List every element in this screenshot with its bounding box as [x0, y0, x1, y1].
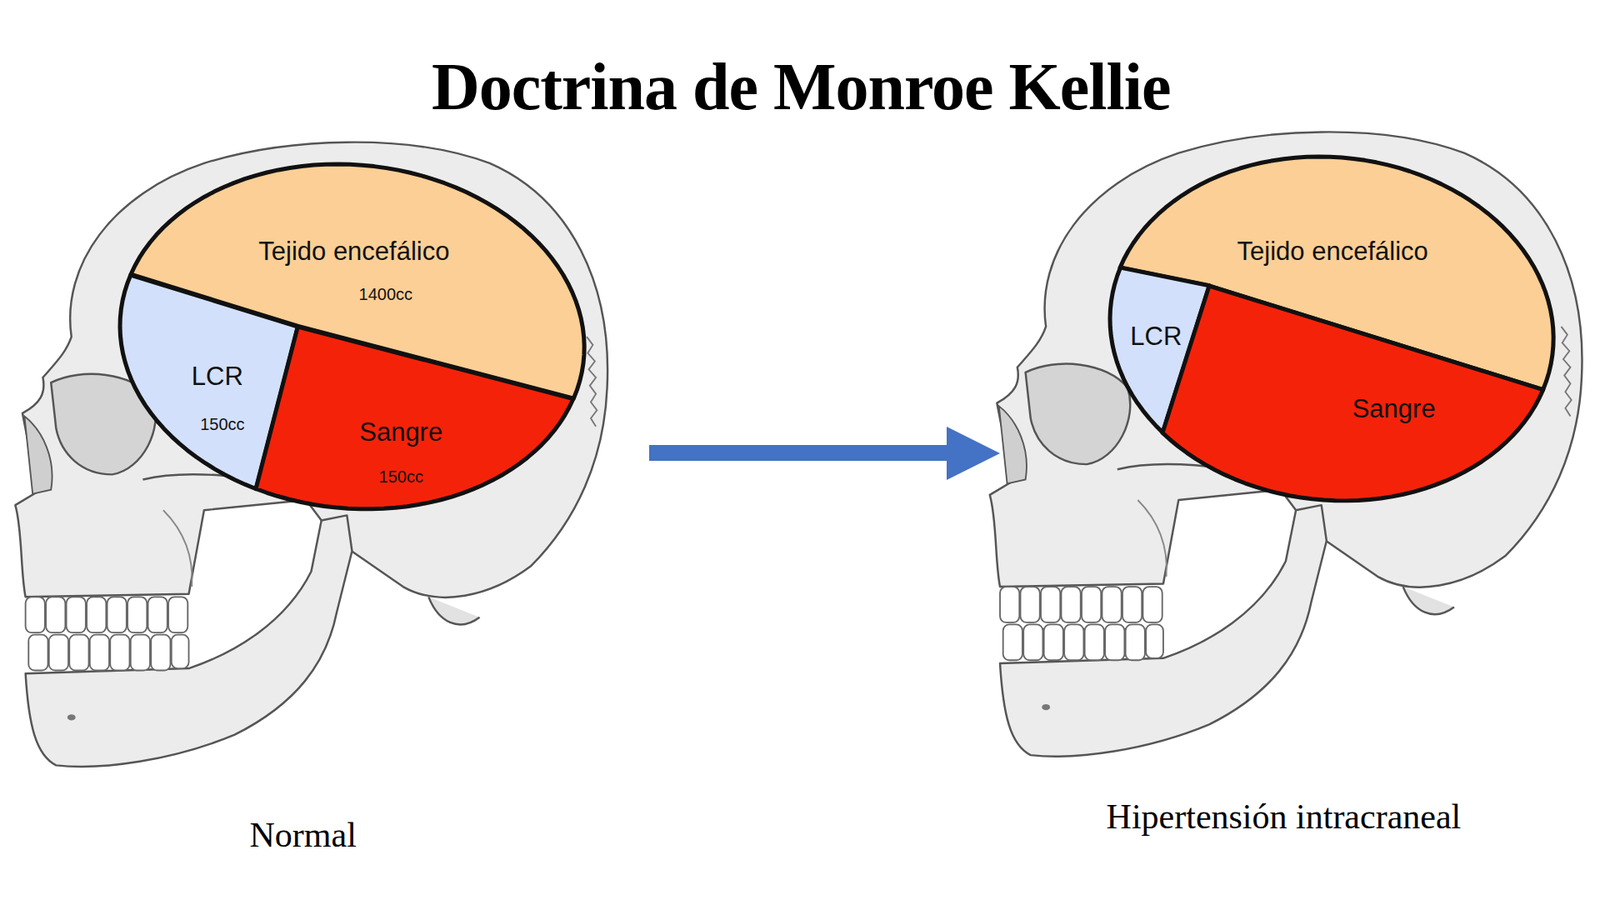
volume-value: 1400cc — [359, 285, 414, 304]
volume-value: 150cc — [200, 415, 245, 434]
diagram-title: Doctrina de Monroe Kellie — [431, 50, 1171, 124]
figure-caption: Normal — [250, 815, 357, 855]
skull-normal — [15, 142, 608, 767]
volume-value: 150cc — [379, 467, 424, 486]
figure-caption: Hipertensión intracraneal — [1106, 796, 1462, 835]
region-outline — [1162, 285, 1544, 501]
region-label: Tejido encefálico — [1237, 237, 1429, 266]
region-label: LCR — [191, 362, 244, 391]
blood-region: Sangre — [1162, 285, 1544, 501]
transition-arrow — [649, 426, 1000, 480]
region-label: Tejido encefálico — [258, 237, 450, 266]
blood-region: Sangre 150cc — [255, 326, 574, 510]
region-outline — [255, 326, 574, 510]
region-label: LCR — [1130, 322, 1182, 351]
region-label: Sangre — [359, 418, 443, 447]
region-label: Sangre — [1352, 395, 1436, 424]
skull-hypertension — [990, 131, 1583, 756]
region-shape — [1162, 285, 1544, 501]
